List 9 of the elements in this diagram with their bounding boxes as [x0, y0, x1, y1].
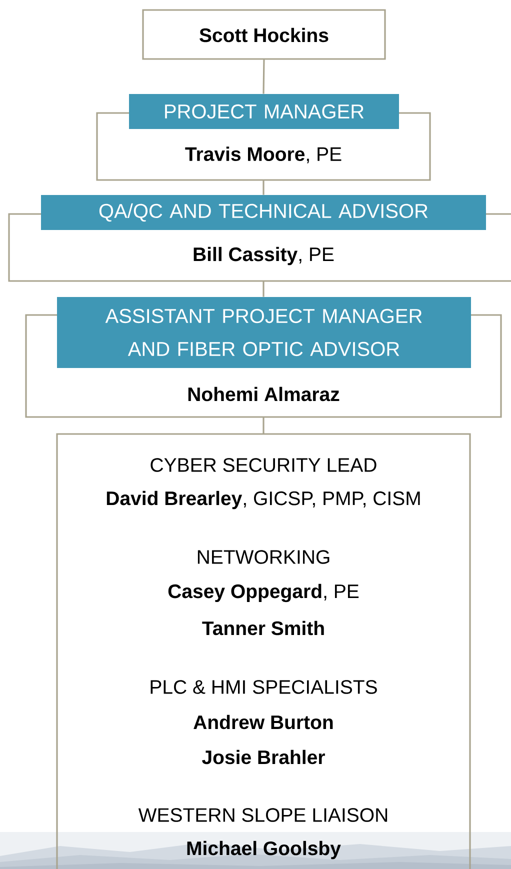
team-box: CYBER SECURITY LEAD David Brearley, GICSP, PMP, CISM NETWORKING Casey Oppegard, PE Tanner Smith PLC & HMI SPECIALISTS Andrew Burton Josie Brahler WESTERN SLOPE LIAISON Michael Goolsby — [56, 433, 471, 869]
connector-line — [262, 59, 265, 94]
name-box: Scott Hockins — [142, 9, 386, 60]
connector-line — [262, 281, 264, 297]
connector-line — [262, 417, 264, 434]
org-box: QA/QC AND TECHNICAL ADVISOR Bill Cassity, PE — [8, 195, 511, 282]
org-box: ASSISTANT PROJECT MANAGER AND FIBER OPTIC ADVISOR Nohemi Almaraz — [25, 297, 502, 418]
connector-line — [262, 180, 264, 195]
org-box: PROJECT MANAGER Travis Moore, PE — [96, 94, 431, 181]
